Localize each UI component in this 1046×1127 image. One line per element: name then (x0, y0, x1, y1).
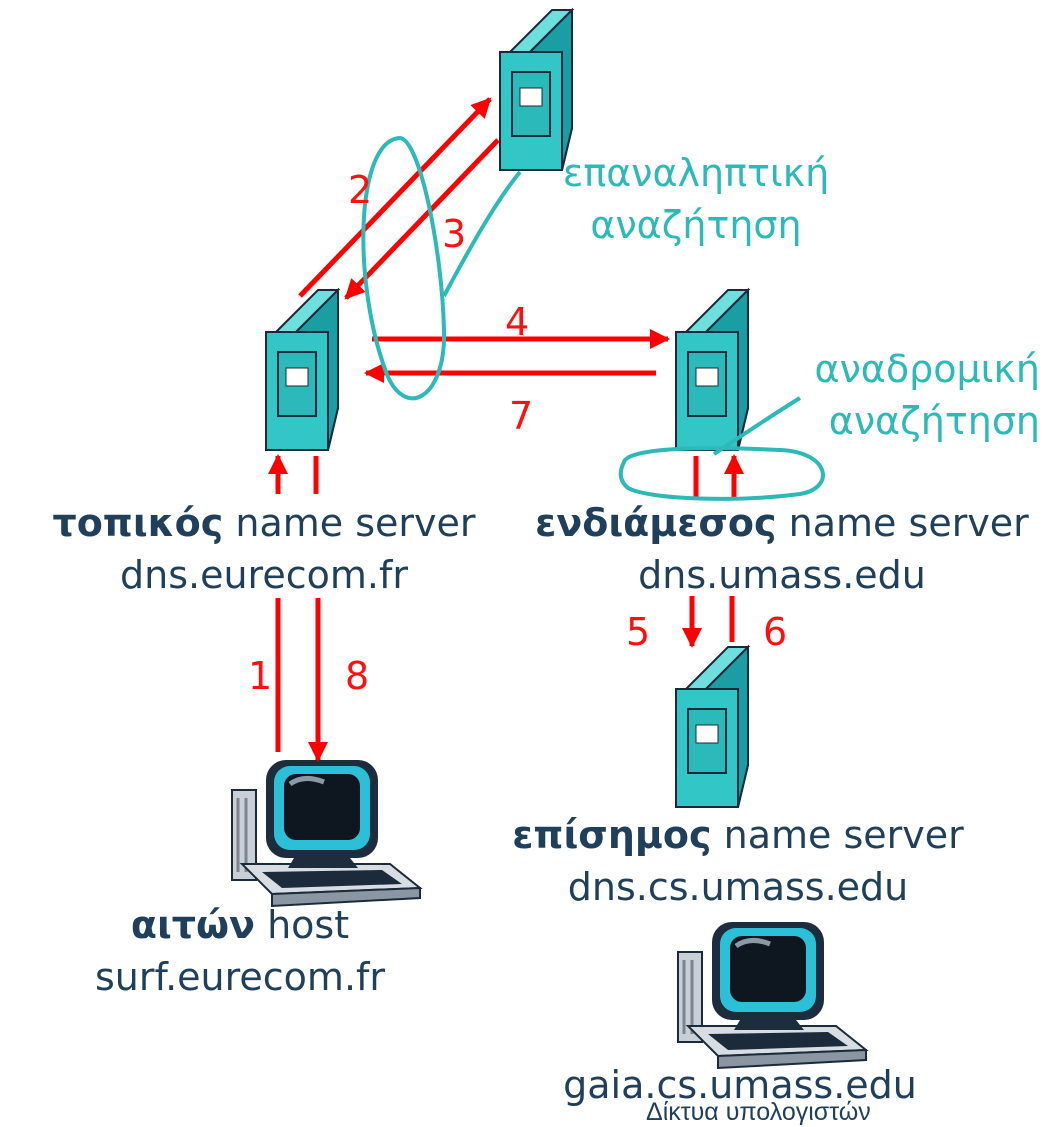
requesting-host-icon (232, 760, 420, 906)
local-type: name server (235, 501, 476, 545)
step-label-2: 2 (348, 168, 373, 212)
local-server-icon (265, 289, 339, 451)
step-label-6: 6 (763, 610, 788, 654)
local-name-server-label: τοπικός name server dns.eurecom.fr (8, 500, 520, 598)
step-label-1: 1 (248, 654, 273, 698)
authoritative-host: dns.cs.umass.edu (567, 865, 909, 909)
iterative-loop (361, 135, 447, 401)
requesting-host: surf.eurecom.fr (94, 955, 386, 999)
recursive-word-1: αναδρομική (814, 347, 1040, 391)
iterative-word-1: επαναληπτική (562, 151, 830, 195)
iterative-pointer (442, 170, 522, 297)
intermediate-host: dns.umass.edu (638, 553, 926, 597)
target-host-label: gaia.cs.umass.edu (563, 1063, 917, 1107)
recursive-annotation: αναδρομική αναζήτηση (790, 346, 1040, 444)
requesting-type: host (267, 903, 350, 947)
step-label-8: 8 (345, 654, 370, 698)
authoritative-server-icon (675, 646, 749, 808)
authoritative-role: επίσημος (512, 813, 712, 857)
target-host-icon (678, 922, 866, 1068)
intermediate-name-server-label: ενδιάμεσος name server dns.umass.edu (522, 500, 1042, 598)
intermediate-server-icon (675, 289, 749, 451)
authoritative-type: name server (723, 813, 964, 857)
step-label-4: 4 (505, 300, 530, 344)
step-label-3: 3 (442, 212, 467, 256)
arrow-step-3 (344, 138, 500, 300)
authoritative-name-server-label: επίσημος name server dns.cs.umass.edu (488, 812, 988, 910)
recursive-pointer (712, 396, 802, 456)
footer-caption: Δίκτυα υπολογιστών (646, 1098, 871, 1126)
iterative-annotation: επαναληπτική αναζήτηση (538, 150, 854, 248)
local-role: τοπικός (52, 501, 224, 545)
intermediate-role: ενδιάμεσος (535, 501, 777, 545)
step-label-5: 5 (626, 610, 651, 654)
intermediate-type: name server (788, 501, 1029, 545)
local-host: dns.eurecom.fr (120, 553, 408, 597)
requesting-host-label: αιτών host surf.eurecom.fr (20, 902, 460, 1000)
recursive-loop (618, 446, 825, 501)
iterative-word-2: αναζήτηση (590, 203, 802, 247)
root-server-icon (499, 9, 573, 171)
requesting-role: αιτών (130, 903, 255, 947)
step-label-7: 7 (509, 394, 534, 438)
arrow-step-2 (298, 97, 492, 298)
recursive-word-2: αναζήτηση (828, 399, 1040, 443)
